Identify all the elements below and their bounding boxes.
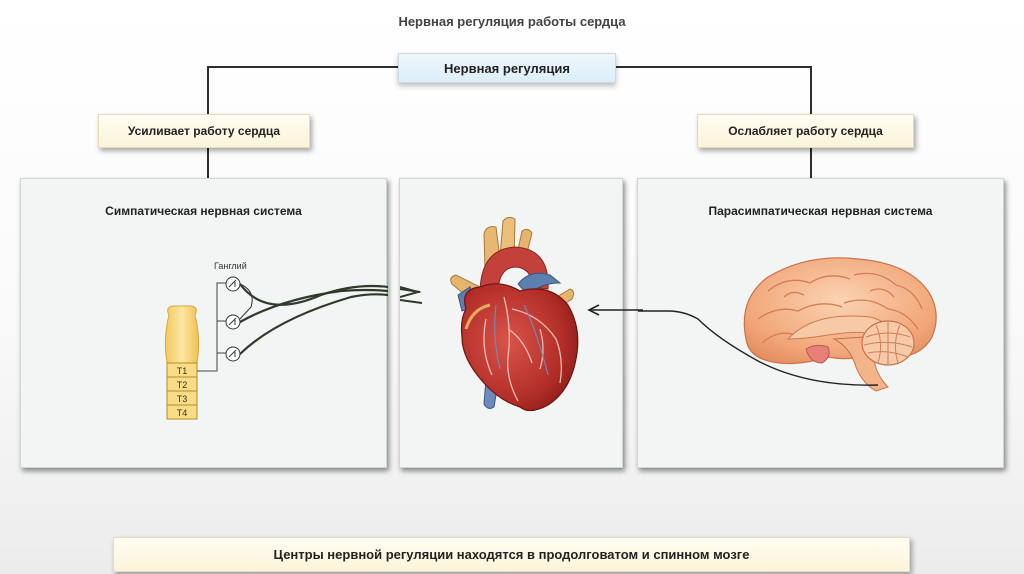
sympathetic-title: Симпатическая нервная система	[105, 204, 302, 218]
ganglion-icon	[225, 276, 241, 362]
spinal-segments	[166, 362, 198, 420]
postganglionic-fiber-2	[239, 288, 388, 323]
footer-note: Центры нервной регуляции находятся в про…	[113, 537, 910, 572]
connector-line-right-lower	[810, 148, 812, 178]
connector-line-left-lower	[207, 148, 209, 178]
diagram-title: Нервная регуляция работы сердца	[398, 14, 626, 29]
segment-label-t3: T3	[177, 394, 188, 404]
connector-line-left-upper	[207, 66, 209, 114]
parasympathetic-illustration	[638, 257, 937, 392]
heart-illustration	[400, 216, 579, 412]
postganglionic-fiber-3	[239, 293, 388, 355]
spinal-cord-shape	[164, 305, 200, 364]
preganglionic-fiber	[197, 282, 227, 372]
parasympathetic-panel: Парасимпатическая нервная система	[637, 178, 1004, 468]
parasympathetic-title: Парасимпатическая нервная система	[708, 204, 933, 218]
connector-line-right-horizontal	[616, 66, 812, 68]
ganglion-label: Ганглий	[214, 261, 247, 271]
heart-shape	[460, 283, 579, 412]
parasympathetic-arrow-icon	[587, 304, 643, 316]
sympathetic-panel: Симпатическая нервная система T1 T2 T3 T…	[20, 178, 388, 468]
segment-label-t2: T2	[177, 380, 188, 390]
root-box: Нервная регуляция	[398, 53, 616, 83]
sympathetic-illustration: T1 T2 T3 T4 Ганглий	[164, 261, 388, 420]
connector-line-right-upper	[810, 66, 812, 114]
strengthens-label: Усиливает работу сердца	[98, 114, 310, 148]
heart-panel	[399, 178, 623, 468]
weakens-label: Ослабляет работу сердца	[697, 114, 914, 148]
segment-label-t1: T1	[177, 366, 188, 376]
connector-line-left-horizontal	[207, 66, 399, 68]
vagus-nerve-fiber	[638, 310, 879, 386]
segment-label-t4: T4	[177, 408, 188, 418]
